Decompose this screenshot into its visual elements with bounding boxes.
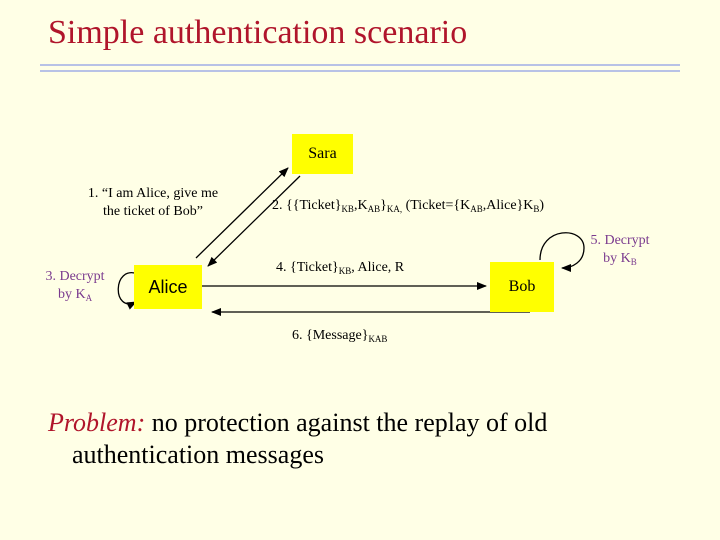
slide-title: Simple authentication scenario xyxy=(48,14,468,51)
message-2-sub: AB xyxy=(470,204,483,214)
message-1: 1. “I am Alice, give me the ticket of Bo… xyxy=(68,185,238,221)
message-6: 6. {Message}KAB xyxy=(292,328,387,344)
arrow-alice-self-loop xyxy=(117,272,139,310)
message-3: 3. Decrypt by KA xyxy=(34,268,116,305)
arrow-bob-self-loop xyxy=(539,232,585,272)
message-3-line-1: 3. Decrypt xyxy=(45,269,105,284)
node-sara: Sara xyxy=(292,134,353,174)
message-4-sub: KB xyxy=(338,266,352,276)
message-5-line-1: 5. Decrypt xyxy=(590,233,650,248)
problem-keyword: Problem: xyxy=(48,408,146,437)
message-2-part: } xyxy=(380,198,387,213)
message-1-line-2: the ticket of Bob” xyxy=(103,204,203,220)
problem-text-1: no protection against the replay of old xyxy=(145,408,548,437)
message-4-part: , Alice, R xyxy=(351,260,405,275)
arrow-alice-to-sara xyxy=(195,167,289,259)
message-3-by: by K xyxy=(57,287,86,303)
message-1-line-1: 1. “I am Alice, give me xyxy=(87,186,219,201)
message-6-sub: KAB xyxy=(368,334,388,344)
problem-statement: Problem: no protection against the repla… xyxy=(48,407,668,470)
arrow-sara-to-alice xyxy=(207,175,301,267)
message-5: 5. Decrypt by KB xyxy=(580,232,660,269)
message-2-sub: KA, xyxy=(386,204,403,214)
message-2: 2. {{Ticket}KB,KAB}KA, (Ticket={KAB,Alic… xyxy=(272,198,544,214)
message-2-part: ) xyxy=(539,198,545,213)
message-3-sub: A xyxy=(85,293,93,304)
title-rule-bottom xyxy=(40,70,680,72)
message-2-sub: B xyxy=(533,204,540,214)
message-2-sub: KB xyxy=(341,204,354,214)
node-alice: Alice xyxy=(134,265,202,309)
message-2-part: ,K xyxy=(353,198,368,213)
node-alice-label: Alice xyxy=(148,276,188,297)
message-6-part: 6. {Message} xyxy=(292,328,369,343)
node-sara-label: Sara xyxy=(308,145,337,162)
message-4: 4. {Ticket}KB, Alice, R xyxy=(276,260,404,276)
message-5-by: by K xyxy=(603,251,631,267)
message-2-part: 2. {{Ticket} xyxy=(272,198,342,213)
message-2-part: ,Alice}K xyxy=(482,198,534,213)
message-3-line-2: by KA xyxy=(34,286,116,305)
message-4-part: 4. {Ticket} xyxy=(276,260,339,275)
message-2-part: (Ticket={K xyxy=(402,198,471,213)
message-2-sub: AB xyxy=(367,204,381,214)
node-bob: Bob xyxy=(490,262,554,312)
message-5-line-2: by KB xyxy=(580,250,660,269)
title-rule-top xyxy=(40,64,680,66)
message-5-sub: B xyxy=(630,257,637,268)
problem-text-2: authentication messages xyxy=(72,439,324,469)
node-bob-label: Bob xyxy=(508,278,536,295)
